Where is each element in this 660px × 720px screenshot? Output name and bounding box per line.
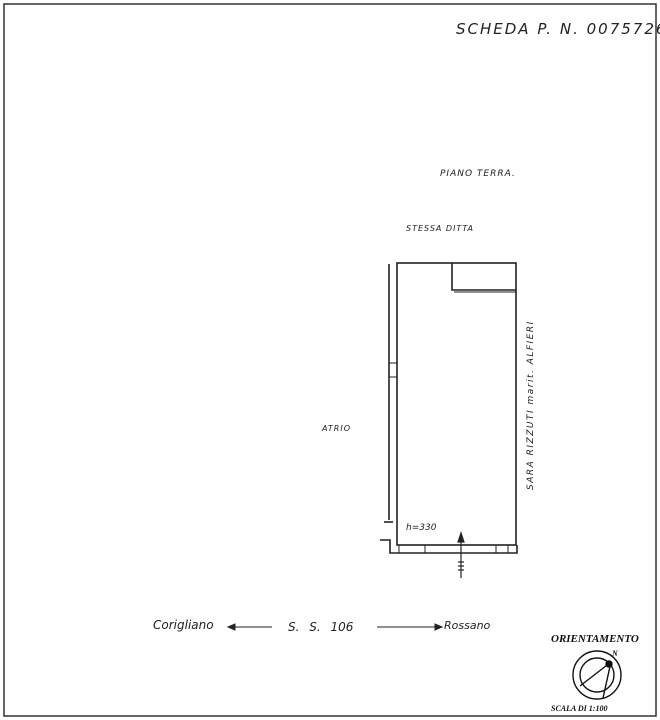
west-neighbor-label: ATRIO bbox=[321, 424, 351, 433]
sheet-number: SCHEDA P. N. 0075726 bbox=[456, 20, 660, 38]
scale-label: SCALA DI 1:100 bbox=[551, 704, 607, 713]
entrance-arrow-icon bbox=[457, 531, 465, 578]
right-town-label: Rossano bbox=[444, 619, 491, 632]
compass-icon bbox=[572, 650, 622, 700]
arrow-right-icon bbox=[377, 623, 444, 631]
height-label: h=330 bbox=[406, 523, 437, 533]
north-neighbor-label: STESSA DITTA bbox=[406, 224, 474, 233]
room-outline bbox=[380, 262, 518, 554]
orientation-title: ORIENTAMENTO bbox=[551, 633, 639, 645]
north-mark: N bbox=[611, 649, 619, 658]
page-border bbox=[3, 3, 657, 717]
floor-label: PIANO TERRA. bbox=[440, 169, 516, 179]
east-neighbor-label: SARA RIZZUTI marit. ALFIERI bbox=[526, 320, 536, 490]
left-town-label: Corigliano bbox=[153, 618, 214, 632]
arrow-left-icon bbox=[226, 623, 272, 631]
road-name-label: S. S. 106 bbox=[288, 620, 354, 634]
